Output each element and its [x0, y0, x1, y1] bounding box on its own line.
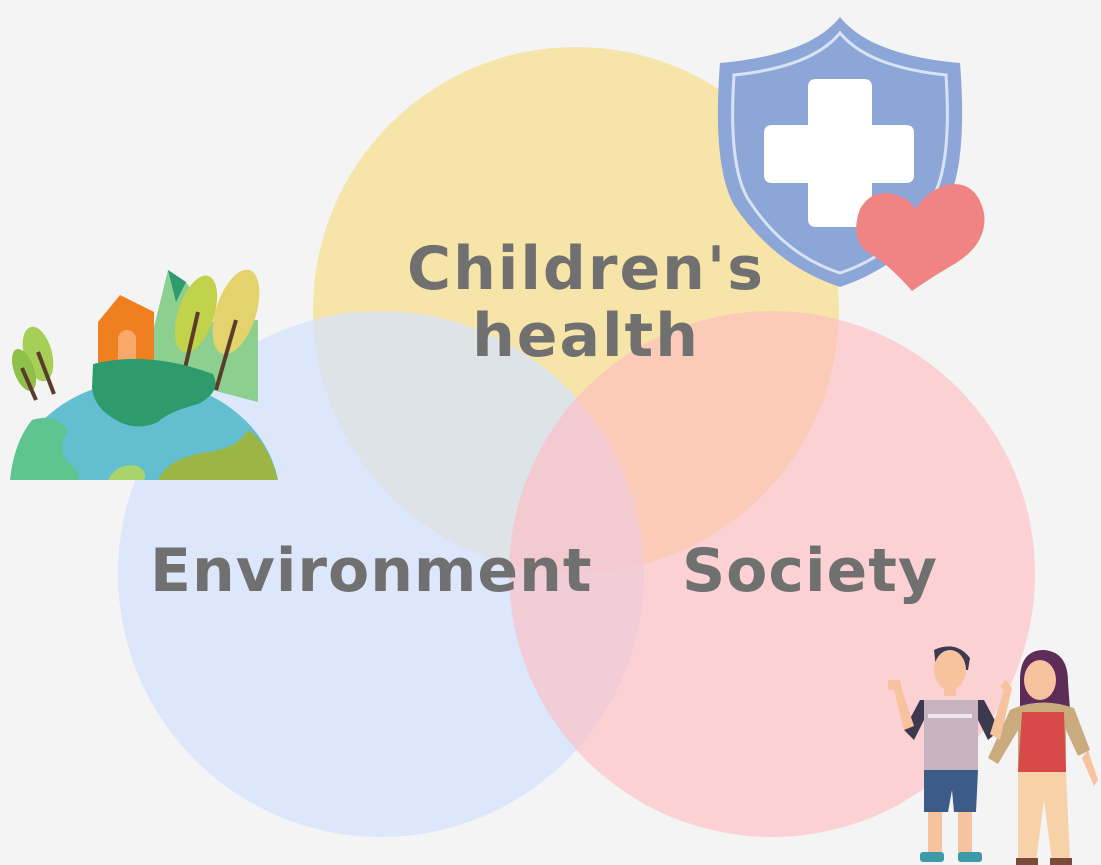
label-society: Society [681, 536, 939, 606]
label-childrens-health: Children's health [407, 234, 765, 372]
earth-with-trees-icon [10, 269, 278, 480]
children-icon [888, 646, 1098, 865]
label-environment: Environment [150, 536, 593, 606]
shield-cross-heart-icon [717, 17, 985, 291]
